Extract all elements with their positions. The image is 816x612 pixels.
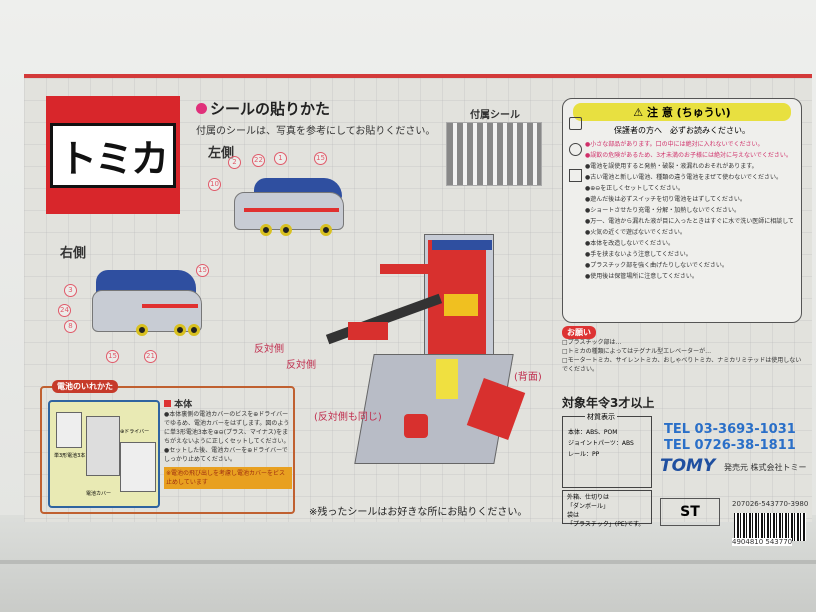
phone-1: TEL 03-3693-1031 bbox=[664, 422, 796, 437]
caution-box: ⚠ 注 意 (ちゅうい) 保護者の方へ 必ずお読みください。 ●小さな部品があり… bbox=[562, 98, 802, 323]
materials-title: 材質表示 bbox=[585, 412, 617, 423]
battery-step-2: ●セットした後、電池カバーを⊕ドライバーでしっかり止めてください。 bbox=[164, 447, 288, 463]
left-side-car bbox=[234, 178, 344, 236]
driver-label: ⊕ドライバー bbox=[120, 429, 150, 435]
playset-photo bbox=[324, 204, 554, 474]
battery-instructions: 電池のいれかた 単3形電池3本 ⊕ドライバー 電池カバー 本体 ●本体裏側の電池… bbox=[40, 380, 295, 514]
logo-text: トミカ bbox=[49, 122, 176, 188]
caution-title: ⚠ 注 意 (ちゅうい) bbox=[573, 103, 791, 121]
child-warning-icon bbox=[569, 169, 582, 182]
sticker-instruction: 付属のシールは、写真を参考にしてお貼りください。 bbox=[196, 126, 436, 137]
jan-code: 4904810 543770 bbox=[732, 538, 793, 546]
barcode bbox=[734, 513, 806, 541]
right-side-car bbox=[92, 270, 204, 340]
left-side-label: 左側 bbox=[208, 146, 235, 161]
target-age: 対象年令3才以上 bbox=[562, 396, 655, 410]
no-mouth-icon bbox=[569, 117, 582, 130]
product-code: 207026-543770-3980 bbox=[732, 500, 809, 508]
packaging-box: 外箱、仕切りは「ダンボール」袋は「プラスチック」(PE)です。 bbox=[562, 490, 652, 528]
opposite-side-label-2: 反対側 bbox=[286, 360, 316, 371]
back-side-label: (背面) bbox=[514, 372, 542, 383]
battery-tag: 電池のいれかた bbox=[52, 380, 118, 393]
battery-warning: ※電池の飛び出しを考慮し電池カバーをビス止めしています bbox=[164, 467, 292, 489]
caution-subtitle: 保護者の方へ 必ずお読みください。 bbox=[614, 126, 750, 135]
battery-label: 単3形電池3本 bbox=[54, 453, 86, 459]
seller: 発売元 株式会社トミー bbox=[724, 463, 807, 472]
opposite-side-same-label: (反対側も同じ) bbox=[314, 412, 382, 423]
cover-label: 電池カバー bbox=[86, 491, 112, 497]
notice-tag: お願い bbox=[562, 326, 596, 339]
tomica-logo: トミカ bbox=[46, 96, 180, 214]
right-side-label: 右側 bbox=[60, 246, 87, 261]
battery-heading: 本体 bbox=[164, 400, 292, 410]
attached-sticker-label: 付属シール bbox=[470, 110, 520, 121]
st-mark: ST bbox=[660, 498, 720, 526]
opposite-side-label-1: 反対側 bbox=[254, 344, 284, 355]
battery-step-1: ●本体裏側の電池カバーのビスを⊕ドライバーでゆるめ、電池カバーをはずします。図の… bbox=[164, 411, 290, 445]
battery-diagram: 単3形電池3本 ⊕ドライバー 電池カバー bbox=[48, 400, 160, 508]
notice-list: □プラスチック部は…□トミカの種類によってはテグナル型エレベーターが…□モーター… bbox=[562, 339, 802, 373]
shelf-edge bbox=[0, 560, 816, 564]
phone-2: TEL 0726-38-1811 bbox=[664, 438, 796, 453]
leftover-sticker-note: ※残ったシールはお好きな所にお貼りください。 bbox=[309, 507, 528, 518]
sticker-sheet-image bbox=[446, 122, 542, 186]
tomy-logo: TOMY bbox=[660, 456, 716, 476]
sticker-guide-title: シールの貼りかた bbox=[196, 98, 330, 119]
face-icon bbox=[569, 143, 582, 156]
toy-box-back: トミカ シールの貼りかた 付属のシールは、写真を参考にしてお貼りください。 付属… bbox=[24, 74, 812, 546]
